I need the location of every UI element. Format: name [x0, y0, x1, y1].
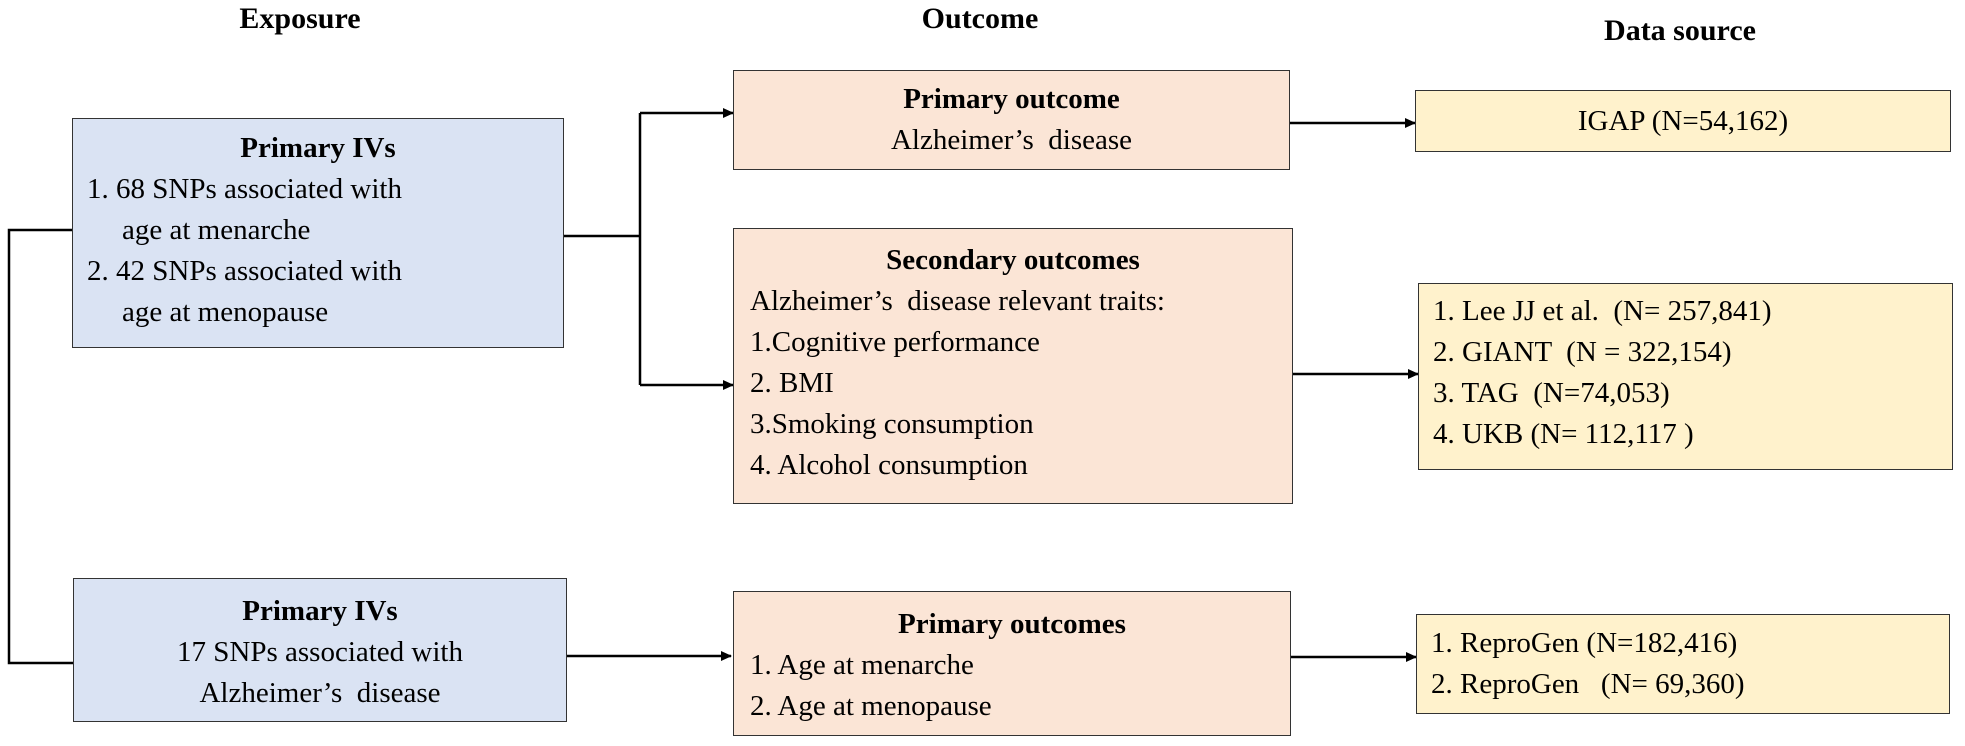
outcome-box-title: Secondary outcomes [886, 244, 1140, 276]
outcome-line: 2. Age at menopause [750, 690, 992, 722]
outcome-line: Alzheimer’s disease [890, 124, 1133, 156]
exposure-line: 17 SNPs associated with [177, 636, 463, 668]
exposure-line: age at menopause [122, 296, 329, 328]
exposure-header: Exposure [239, 2, 361, 35]
exposure-box-alzheimers: Primary IVs 17 SNPs associated with Alzh… [73, 578, 567, 722]
outcome-box-primary: Primary outcome Alzheimer’s disease [733, 70, 1290, 170]
source-line: 2. ReproGen (N= 69,360) [1431, 668, 1745, 700]
outcome-box-title: Primary outcome [903, 83, 1120, 115]
source-box-traits: 1. Lee JJ et al. (N= 257,841) 2. GIANT (… [1418, 283, 1953, 470]
exposure-box-title: Primary IVs [240, 132, 396, 164]
outcome-line: 1. Age at menarche [750, 649, 974, 681]
source-line: 1. Lee JJ et al. (N= 257,841) [1433, 295, 1772, 327]
source-line: 1. ReproGen (N=182,416) [1431, 627, 1738, 659]
outcome-line: 3.Smoking consumption [750, 408, 1034, 440]
outcome-line: Alzheimer’s disease relevant traits: [750, 285, 1165, 317]
exposure-line: 1. 68 SNPs associated with [87, 173, 402, 205]
exposure-bracket-line [7, 228, 73, 665]
source-line: 3. TAG (N=74,053) [1433, 377, 1670, 409]
source-line: 2. GIANT (N = 322,154) [1433, 336, 1732, 368]
source-line: 4. UKB (N= 112,117 ) [1433, 418, 1694, 450]
source-box-reprogen: 1. ReproGen (N=182,416) 2. ReproGen (N= … [1416, 614, 1950, 714]
exposure-box-title: Primary IVs [242, 595, 398, 627]
exposure-line: 2. 42 SNPs associated with [87, 255, 402, 287]
exposure-line: Alzheimer’s disease [199, 677, 441, 709]
outcome-line: 4. Alcohol consumption [750, 449, 1028, 481]
source-line: IGAP (N=54,162) [1577, 105, 1789, 137]
outcome-header: Outcome [921, 2, 1039, 35]
outcome-box-reproductive: Primary outcomes 1. Age at menarche 2. A… [733, 591, 1291, 736]
outcome-line: 1.Cognitive performance [750, 326, 1040, 358]
outcome-line: 2. BMI [750, 367, 834, 399]
outcome-box-title: Primary outcomes [898, 608, 1126, 640]
outcome-box-secondary: Secondary outcomes Alzheimer’s disease r… [733, 228, 1293, 504]
data-source-header: Data source [1604, 14, 1756, 47]
exposure-line: age at menarche [122, 214, 311, 246]
exposure-box-menarche-menopause: Primary IVs 1. 68 SNPs associated with a… [72, 118, 564, 348]
source-box-igap: IGAP (N=54,162) [1415, 90, 1951, 152]
